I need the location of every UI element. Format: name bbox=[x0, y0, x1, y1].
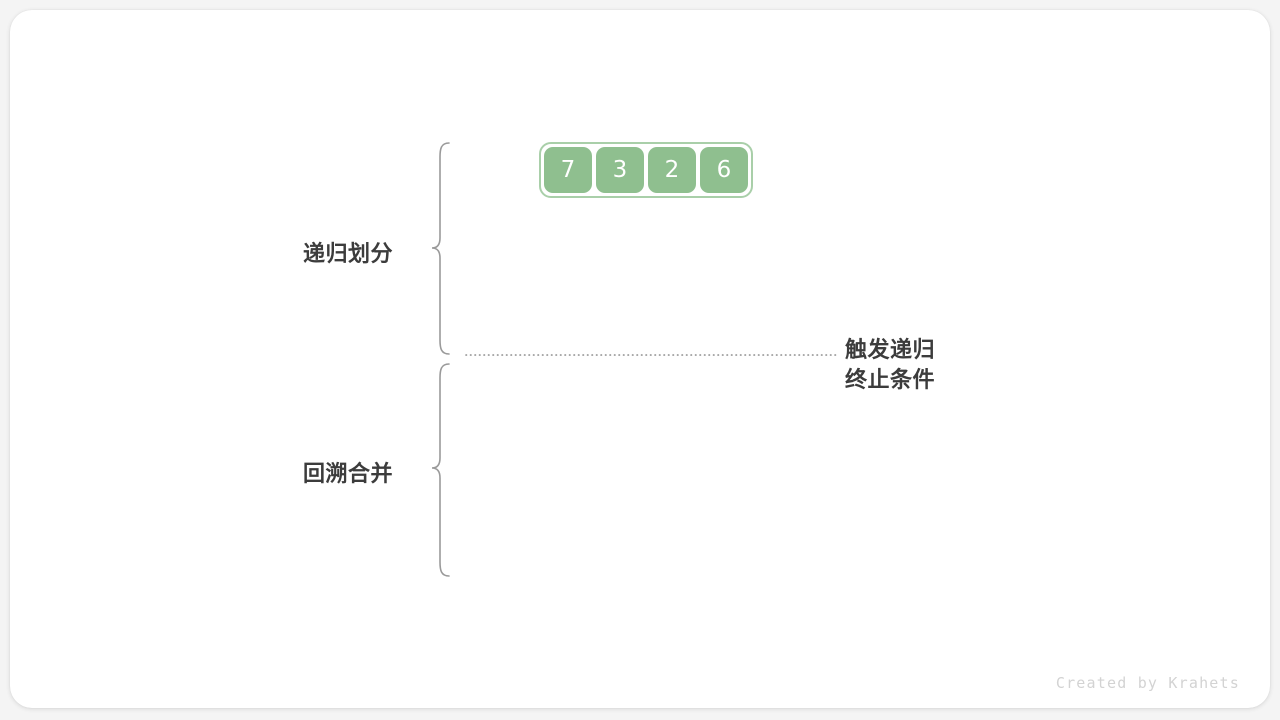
diagram-card bbox=[10, 10, 1270, 708]
array-cell: 3 bbox=[596, 147, 644, 193]
phase-label-merge: 回溯合并 bbox=[303, 462, 394, 487]
annotation-termination-condition: 终止条件 bbox=[845, 368, 936, 393]
array-cell: 6 bbox=[700, 147, 748, 193]
array-cell: 2 bbox=[648, 147, 696, 193]
annotation-trigger-recursion: 触发递归 bbox=[845, 338, 936, 363]
array-container: 7 3 2 6 bbox=[539, 142, 753, 198]
footer-credit: Created by Krahets bbox=[1055, 674, 1240, 692]
array-cell: 7 bbox=[544, 147, 592, 193]
phase-label-divide: 递归划分 bbox=[303, 242, 394, 267]
